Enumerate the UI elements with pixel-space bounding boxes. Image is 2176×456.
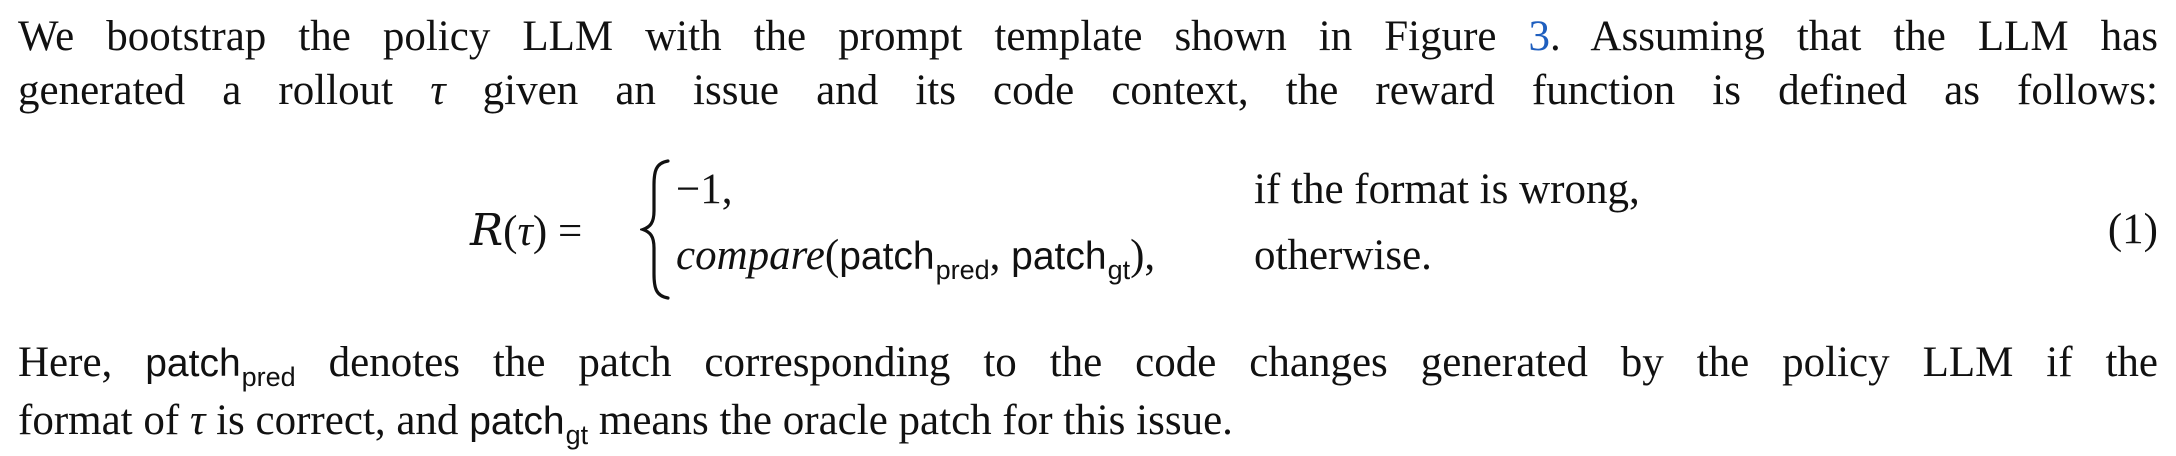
text-segment: We bootstrap the policy LLM with the pro… <box>18 13 1529 60</box>
patch-pred-term: patchpred <box>839 235 989 285</box>
text-segment: Here, <box>18 339 146 386</box>
gt-subscript: gt <box>565 420 589 450</box>
text-segment: means the oracle patch for this issue. <box>588 397 1233 444</box>
equation-lhs: R(τ) = <box>470 205 582 256</box>
patch-word: patch <box>145 342 241 385</box>
pred-subscript: pred <box>241 362 296 392</box>
paragraph-reward-intro: We bootstrap the policy LLM with the pro… <box>18 10 2158 118</box>
paragraph-line: We bootstrap the policy LLM with the pro… <box>18 10 2158 64</box>
text-segment: is correct, and <box>205 397 470 444</box>
math-tau: τ <box>517 208 533 255</box>
text-segment: generated a rollout <box>18 67 431 114</box>
case-2-value: compare(patchpred, patchgt), <box>676 231 1156 285</box>
case-2-condition: otherwise. <box>1254 232 1432 279</box>
paragraph-line: generated a rollout τ given an issue and… <box>18 64 2158 118</box>
left-brace-icon <box>640 159 670 300</box>
paren-close: ) <box>532 208 548 255</box>
equals-sign: = <box>547 208 583 255</box>
gt-subscript: gt <box>1107 255 1131 285</box>
math-tau: τ <box>189 397 206 444</box>
paren-open: ( <box>503 208 518 255</box>
text-segment: denotes the patch corresponding to the c… <box>295 339 2158 386</box>
text-segment: format of <box>18 397 190 444</box>
paren-close: ), <box>1130 232 1156 279</box>
equation-number: (1) <box>2107 206 2158 253</box>
patch-pred-term: patchpred <box>145 342 295 392</box>
patch-gt-term: patchgt <box>1011 235 1130 285</box>
case-1-condition: if the format is wrong, <box>1254 166 1640 213</box>
text-segment: given an issue and its code context, the… <box>445 67 2158 114</box>
paragraph-line: format of τ is correct, and patchgt mean… <box>18 394 2158 452</box>
paragraph-patch-definition: Here, patchpred denotes the patch corres… <box>18 336 2158 452</box>
text-segment: . Assuming that the LLM has <box>1550 13 2159 60</box>
math-tau: τ <box>430 67 446 114</box>
comma: , <box>989 232 1012 279</box>
patch-word: patch <box>839 235 935 278</box>
patch-word: patch <box>469 400 565 443</box>
case-1-value: −1, <box>676 166 733 213</box>
reward-equation: R(τ) = −1, if the format is wrong, compa… <box>0 157 2176 302</box>
compare-function: compare <box>676 232 825 279</box>
reward-symbol: R <box>470 205 504 256</box>
paren-open: ( <box>824 232 840 279</box>
figure-reference-link[interactable]: 3 <box>1528 13 1551 60</box>
paragraph-line: Here, patchpred denotes the patch corres… <box>18 336 2158 394</box>
patch-gt-term: patchgt <box>469 400 588 450</box>
patch-word: patch <box>1011 235 1107 278</box>
pred-subscript: pred <box>935 255 990 285</box>
